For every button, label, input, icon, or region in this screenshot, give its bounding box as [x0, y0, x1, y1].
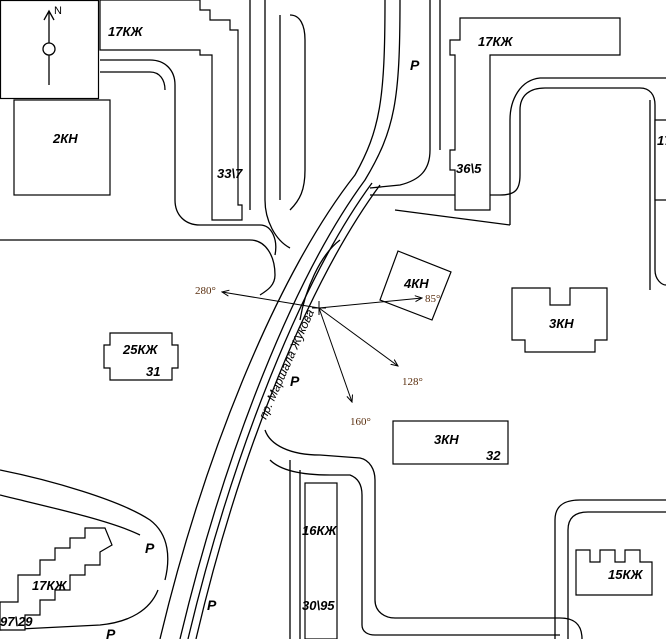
bearing-label-160: 160°: [350, 416, 371, 428]
parking-label: P: [106, 626, 116, 639]
building-3kn-east-label: 3КН: [549, 316, 574, 331]
bearing-label-128: 128°: [402, 376, 423, 388]
building-17kzh-nw-label: 17КЖ: [108, 24, 143, 39]
bearing-ray-128: [318, 307, 398, 366]
building-17kzh-sw-label: 17КЖ: [32, 578, 67, 593]
compass: N: [0, 0, 100, 100]
parking-label: P: [290, 373, 300, 389]
building-4kn-label: 4КН: [403, 276, 429, 291]
building-2kn: [13, 99, 111, 196]
building-17-edge: [654, 119, 666, 201]
compass-north-label: N: [54, 5, 62, 17]
street-name-label: пр. Маршала Жукова: [256, 307, 317, 421]
building-17kzh-ne-label: 17КЖ: [478, 34, 513, 49]
building-3kn-south: [392, 420, 509, 465]
bearing-label-280: 280°: [195, 285, 216, 297]
parking-label: P: [145, 540, 155, 556]
building-15kzh: [575, 549, 653, 596]
building-36-5-label: 36\5: [456, 161, 482, 176]
bearing-ray-85: [318, 298, 422, 309]
building-33-7-label: 33\7: [217, 166, 243, 181]
compass-center-icon: [42, 42, 56, 56]
building-4kn: [379, 250, 452, 321]
building-16kzh-label: 16КЖ: [302, 523, 337, 538]
building-3kn-east: [511, 287, 608, 353]
bearing-ray-280: [222, 292, 320, 309]
building-25kzh-number: 31: [146, 364, 160, 379]
bearing-ray-160: [318, 307, 352, 402]
bearing-label-85: 85°: [425, 293, 440, 305]
building-2kn-label: 2КН: [52, 131, 78, 146]
building-25kzh-label: 25КЖ: [122, 342, 158, 357]
building-3kn-south-label: 3КН: [434, 432, 459, 447]
north-arrow-icon: [43, 9, 55, 21]
building-25kzh: [103, 332, 179, 381]
building-30-95-label: 30\95: [302, 598, 335, 613]
building-16kzh: [304, 482, 338, 639]
parking-label: P: [410, 57, 420, 73]
parking-labels: P P P P P: [106, 57, 420, 639]
building-17kzh-nw: [99, 0, 243, 221]
building-3kn-south-number: 32: [486, 448, 501, 463]
building-17kzh-ne: [449, 17, 621, 211]
building-15kzh-label: 15КЖ: [608, 567, 643, 582]
building-17kzh-sw: [0, 527, 113, 631]
building-97-29-label: 97\29: [0, 614, 33, 629]
parking-label: P: [207, 597, 217, 613]
building-17-edge-label: 17: [657, 133, 666, 148]
bearing-rays: 280° 85° 128° 160°: [195, 285, 440, 428]
